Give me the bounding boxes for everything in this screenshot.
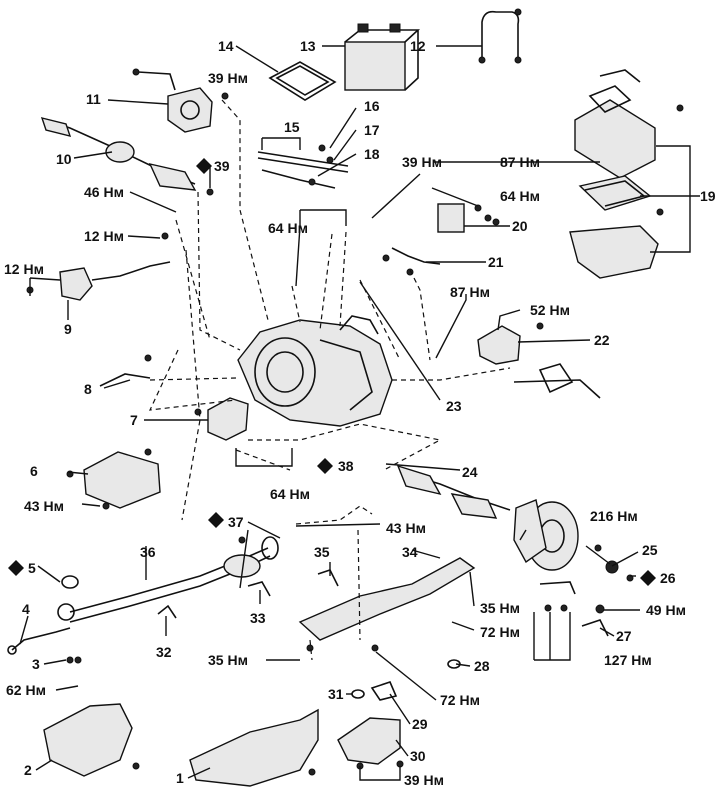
crossmember-bushing [370,681,398,701]
label-17: 17 [364,122,380,138]
diamond-markers [8,158,656,586]
label-2: 2 [24,762,32,778]
torque-label: 43 Нм [386,520,426,536]
back-up-light-switch [437,203,500,233]
torque-label: 127 Нм [604,652,652,668]
transaxle-stay-bolt [99,354,152,387]
torque-label: 35 Нм [208,652,248,668]
torque-label: 39 Нм [208,70,248,86]
exhaust-clamp [247,581,271,597]
label-29: 29 [412,716,428,732]
torque-label: 49 Нм [646,602,686,618]
air-cleaner-assembly [569,69,684,279]
exhaust-hanger [157,604,177,619]
torque-label: 216 Нм [590,508,638,524]
label-14: 14 [218,38,234,54]
torque-label: 72 Нм [480,624,520,640]
label-34: 34 [402,544,418,560]
clutch-release-cylinder [132,68,229,133]
exhaust-front-pipe [57,536,279,623]
torque-label: 62 Нм [6,682,46,698]
label-22: 22 [594,332,610,348]
control-cable-bracket [382,247,441,276]
battery [344,23,421,91]
hub-nut-and-ball-joint [539,560,634,637]
diamond-icon [317,458,333,474]
torque-label: 12 Нм [84,228,124,244]
label-5: 5 [28,560,36,576]
label-39: 39 [214,158,230,174]
torque-label: 87 Нм [500,154,540,170]
label-10: 10 [56,151,72,167]
label-3: 3 [32,656,40,672]
diamond-icon [208,512,224,528]
battery-tray [268,61,337,101]
crossmember-nut [351,689,365,699]
label-20: 20 [512,218,528,234]
label-4: 4 [22,601,30,617]
label-8: 8 [84,381,92,397]
torque-label: 64 Нм [500,188,540,204]
label-15: 15 [284,119,300,135]
torque-label: 87 Нм [450,284,490,300]
front-crossmember [298,557,476,652]
label-24: 24 [462,464,478,480]
torque-label: 46 Нм [84,184,124,200]
torque-label: 39 Нм [402,154,442,170]
right-drive-shaft [396,464,511,519]
battery-hold-down-rod [257,144,349,189]
diamond-icon [8,560,24,576]
exhaust-gasket [61,575,79,589]
label-1: 1 [176,770,184,786]
transaxle-mount-bracket [477,322,601,399]
torque-label: 52 Нм [530,302,570,318]
torque-label: 39 Нм [404,772,444,788]
diamond-icon [196,158,212,174]
label-19: 19 [700,188,716,204]
engine-undercover-right [189,708,319,787]
transaxle-case [237,315,393,427]
label-31: 31 [328,686,344,702]
front-hub-and-disc [513,499,602,571]
torque-label: 64 Нм [270,486,310,502]
label-38: 38 [338,458,354,474]
leader-lines [19,45,700,781]
torque-label: 64 Нм [268,220,308,236]
label-6: 6 [30,463,38,479]
label-26: 26 [660,570,676,586]
torque-label: 12 Нм [4,261,44,277]
label-36: 36 [140,544,156,560]
torque-label: 43 Нм [24,498,64,514]
label-28: 28 [474,658,490,674]
torque-label: 72 Нм [440,692,480,708]
label-13: 13 [300,38,316,54]
left-drive-shaft [40,117,214,196]
engine-undercover-left [43,703,140,777]
label-37: 37 [228,514,244,530]
label-21: 21 [488,254,504,270]
label-12: 12 [410,38,426,54]
label-30: 30 [410,748,426,764]
label-25: 25 [642,542,658,558]
diamond-icon [640,570,656,586]
assembly-dashed-lines [149,99,511,661]
label-35: 35 [314,544,330,560]
label-23: 23 [446,398,462,414]
starter-motor [194,397,249,441]
label-18: 18 [364,146,380,162]
torque-label: 35 Нм [480,600,520,616]
crossmember-bracket [317,569,339,587]
label-16: 16 [364,98,380,114]
label-7: 7 [130,412,138,428]
label-9: 9 [64,321,72,337]
label-11: 11 [86,91,101,107]
label-27: 27 [616,628,632,644]
rear-mount-support [337,717,404,770]
battery-hold-clamp [478,8,522,64]
exhaust-pipe-support [7,627,82,664]
label-32: 32 [156,644,172,660]
engine-rear-mount [66,448,161,510]
label-33: 33 [250,610,266,626]
